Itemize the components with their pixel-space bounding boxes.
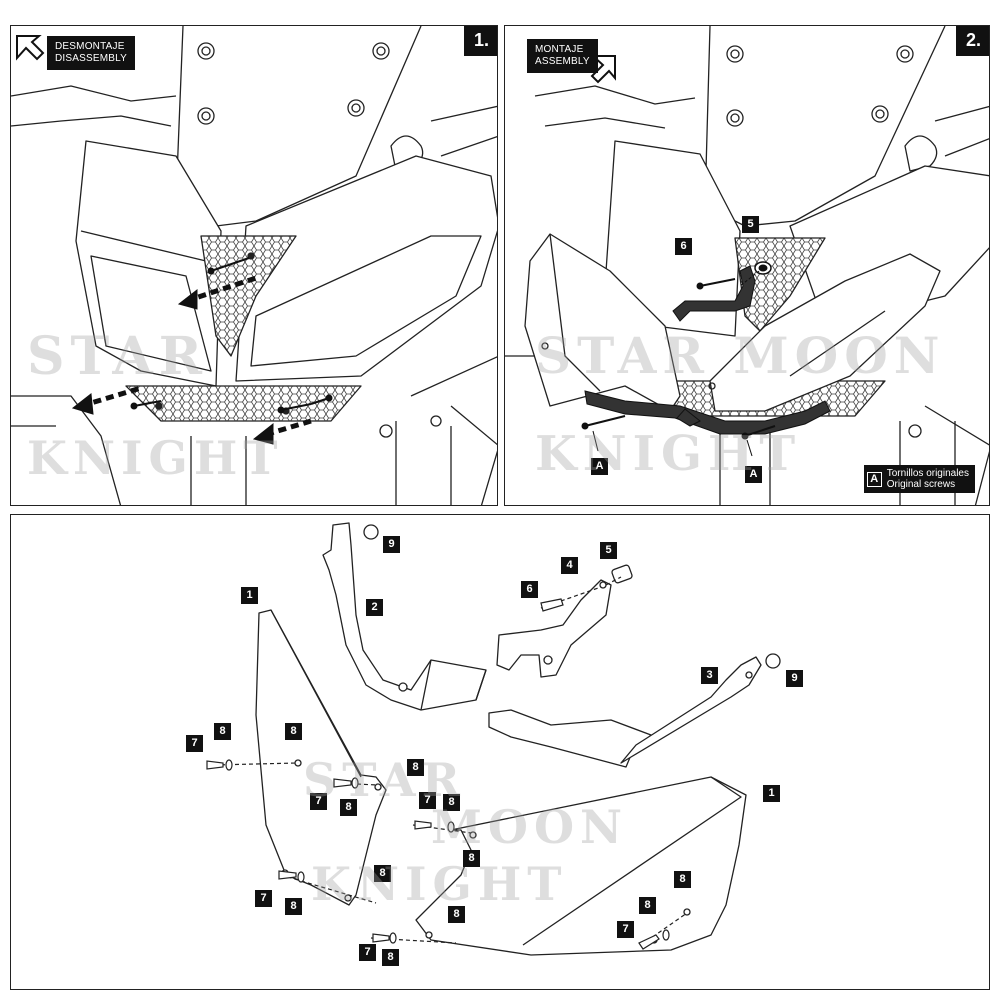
legend-original-screws: A Tornillos originales Original screws [863,465,975,493]
exploded-parts-panel: 1 1 2 3 4 5 6 9 9 7 8 8 7 8 8 7 8 8 7 8 … [10,514,990,990]
disassembly-label: DESMONTAJE DISASSEMBLY [47,36,136,70]
callout-3-right-bracket: 3 [701,667,718,684]
step-number-1: 1. [463,26,497,56]
callout-6-screw: 6 [675,238,692,255]
callout-8-washer: 8 [674,871,691,888]
disassembly-illustration [11,26,497,505]
callout-1-right-panel: 1 [763,785,780,802]
center-bracket [496,579,612,678]
callout-8-washer: 8 [639,897,656,914]
disassembly-arrow-icon [16,35,45,61]
assembly-label: MONTAJE ASSEMBLY [527,39,598,73]
callout-5-spacer: 5 [600,542,617,559]
callout-7-screw: 7 [419,792,436,809]
assembly-label-en: ASSEMBLY [535,56,590,67]
callout-8-washer: 8 [340,799,357,816]
legend-text-en: Original screws [886,479,956,490]
callout-1-left-panel: 1 [241,587,258,604]
callout-8-washer: 8 [463,850,480,867]
callout-7-screw: 7 [186,735,203,752]
right-bracket [488,709,652,768]
callout-a-right: A [745,466,762,483]
exploded-parts-illustration [206,522,781,956]
callout-6-screw: 6 [521,581,538,598]
callout-9-cap-right: 9 [786,670,803,687]
callout-8-washer: 8 [214,723,231,740]
callout-8-washer: 8 [407,759,424,776]
callout-8-washer: 8 [443,794,460,811]
callout-7-screw: 7 [617,921,634,938]
assembly-arrow-icon [590,55,616,84]
spacer [611,564,633,584]
callout-8-washer: 8 [374,865,391,882]
callout-4-center-bracket: 4 [561,557,578,574]
right-bracket-arm [620,656,762,764]
callout-8-washer: 8 [382,949,399,966]
step-number-2: 2. [955,26,989,56]
assembly-step-panel: MONTAJE ASSEMBLY 2. 5 6 A A A Tornillos … [504,25,990,506]
callout-7-screw: 7 [310,793,327,810]
callout-7-screw: 7 [255,890,272,907]
assembly-label-es: MONTAJE [535,44,584,55]
callout-5-spacer: 5 [742,216,759,233]
disassembly-label-es: DESMONTAJE [55,41,125,52]
callout-8-washer: 8 [448,906,465,923]
assembly-illustration [505,26,989,505]
callout-2-left-bracket: 2 [366,599,383,616]
callout-9-cap-top: 9 [383,536,400,553]
cap-top [363,524,379,540]
callout-8-washer: 8 [285,723,302,740]
disassembly-step-panel: DESMONTAJE DISASSEMBLY 1. STAR KNIGHT [10,25,498,506]
legend-text-es: Tornillos originales [886,468,969,479]
disassembly-label-en: DISASSEMBLY [55,53,128,64]
callout-8-washer: 8 [285,898,302,915]
callout-a-left: A [591,458,608,475]
left-bracket [322,522,487,711]
cap-right [765,653,781,669]
legend-letter: A [866,471,882,487]
left-side-panel [255,609,387,906]
callout-7-screw: 7 [359,944,376,961]
